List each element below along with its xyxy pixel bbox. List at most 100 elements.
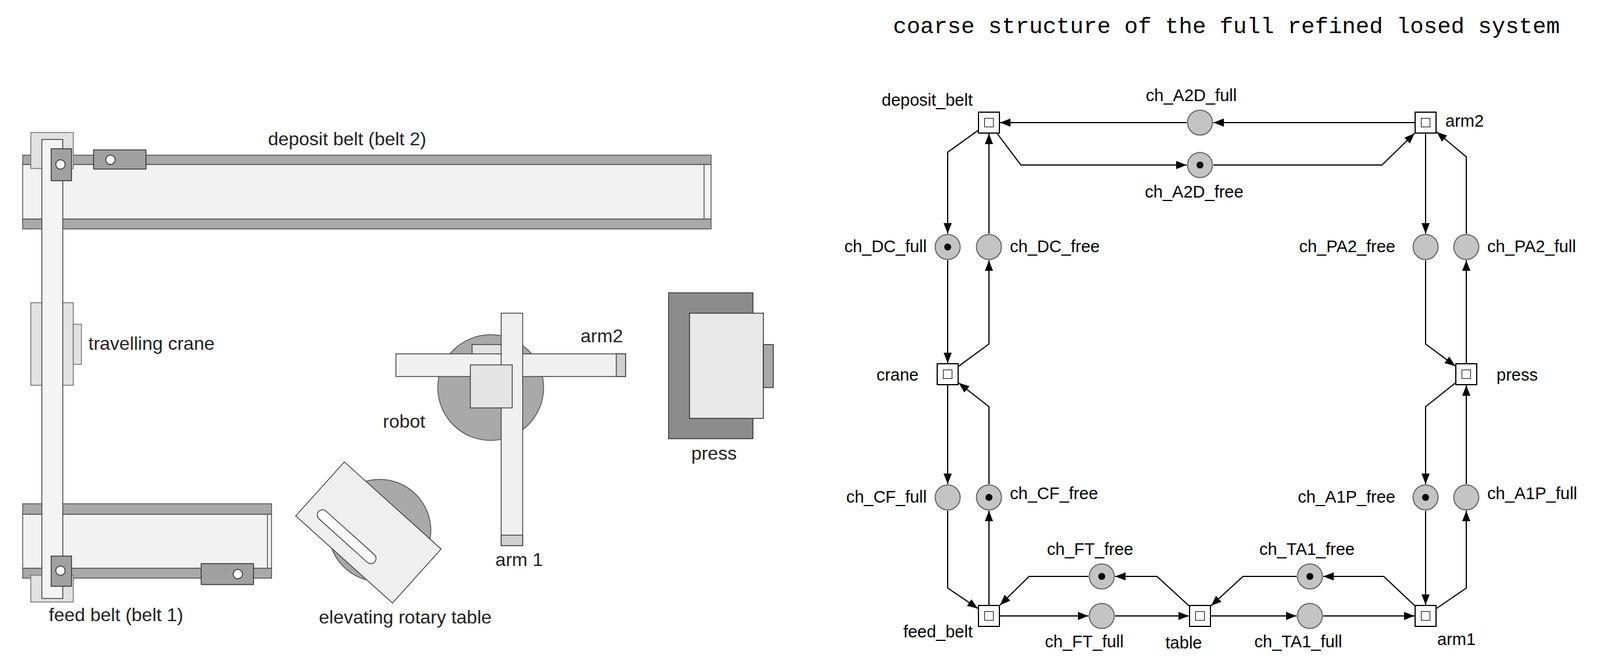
trolley-dot	[55, 566, 66, 576]
transition-inner	[1420, 611, 1431, 621]
place-ring	[935, 234, 961, 260]
transition-label: feed_belt	[902, 622, 974, 642]
place-shape	[1088, 563, 1116, 591]
place-circle: ch_A1P_full	[1452, 484, 1480, 512]
crane-trolley	[51, 148, 72, 181]
place-shape	[1296, 602, 1324, 630]
belt-rail	[22, 219, 712, 230]
trolley-dot	[55, 159, 66, 170]
arc-arrow	[1425, 260, 1456, 367]
place-ring	[1413, 485, 1439, 511]
transition-inner	[1195, 611, 1205, 621]
place-label: ch_CF_free	[1008, 484, 1100, 504]
arc-arrow	[1465, 260, 1467, 364]
arc-arrow	[1000, 576, 1089, 606]
place-label: ch_FT_full	[1043, 632, 1125, 652]
place-label: ch_TA1_free	[1258, 540, 1356, 560]
place-shape	[934, 484, 962, 512]
place-circle: ch_TA1_full	[1296, 602, 1324, 630]
crane-trolley	[51, 556, 72, 587]
diagram-title: coarse structure of the full refined los…	[893, 14, 1560, 41]
transition-inner	[1420, 118, 1431, 128]
arc-arrow	[1115, 615, 1189, 617]
arc-arrow	[1436, 511, 1467, 609]
robot-base	[437, 334, 544, 441]
transition-box: arm2	[1414, 111, 1437, 134]
place-ring	[1297, 604, 1323, 630]
arc-arrow	[958, 260, 989, 367]
table-plate	[295, 462, 442, 604]
place-ring	[1297, 564, 1323, 590]
arc-arrow	[988, 133, 990, 234]
transition-box: feed_belt	[977, 605, 1000, 628]
place-circle: ch_DC_full	[934, 233, 962, 261]
place-shape	[1088, 602, 1116, 630]
arc-arrow	[1000, 122, 1187, 124]
token	[1196, 161, 1204, 169]
arc-arrow	[1213, 122, 1415, 124]
robot-hub	[470, 365, 513, 409]
arc-arrow	[1425, 383, 1456, 485]
token	[985, 494, 993, 502]
place-label: ch_A1P_full	[1486, 484, 1579, 504]
arc-arrow	[1425, 133, 1427, 234]
place-ring	[1454, 234, 1480, 260]
place-label: ch_PA2_full	[1486, 237, 1578, 257]
place-circle: ch_CF_full	[934, 484, 962, 512]
place-label: ch_CF_full	[844, 487, 928, 507]
transition-box: press	[1455, 363, 1478, 386]
transition-inner	[984, 118, 994, 128]
arm-gripper	[616, 354, 626, 377]
place-circle: ch_TA1_free	[1296, 563, 1324, 591]
arc-arrow	[997, 133, 1187, 166]
place-label: ch_DC_free	[1008, 237, 1102, 257]
transition-label: arm1	[1436, 630, 1477, 650]
place-circle: ch_PA2_full	[1452, 233, 1480, 261]
place-circle: ch_A1P_free	[1412, 484, 1439, 512]
transition-box: table	[1188, 605, 1212, 628]
arc-arrow	[1213, 133, 1415, 166]
part-label: travelling crane	[87, 333, 216, 355]
place-shape	[1186, 151, 1214, 179]
arc-arrow	[958, 383, 989, 485]
arc-arrow	[947, 511, 978, 609]
token	[1098, 573, 1106, 581]
arc-group	[947, 122, 1467, 617]
arc-arrow	[1323, 576, 1415, 606]
token	[1422, 494, 1430, 502]
belt-surface	[22, 164, 712, 220]
belt-sensor	[93, 150, 146, 170]
part-label: press	[690, 443, 738, 465]
arc-arrow	[947, 130, 978, 234]
travelling-crane	[30, 132, 82, 603]
place-shape	[1296, 563, 1324, 591]
token	[944, 243, 952, 251]
arm-gripper	[501, 535, 523, 546]
sensor-dot	[105, 155, 116, 165]
place-circle: ch_DC_free	[975, 233, 1003, 261]
part-label: arm 1	[494, 549, 545, 571]
arc-arrow	[1425, 511, 1427, 606]
place-circle: ch_PA2_free	[1412, 233, 1439, 261]
token	[1306, 573, 1314, 581]
part-label: elevating rotary table	[317, 606, 493, 629]
transition-box: crane	[936, 363, 959, 386]
belt-end	[703, 164, 705, 220]
arc-arrow	[1323, 615, 1415, 617]
transition-box: deposit_belt	[977, 111, 1000, 134]
place-ring	[1413, 234, 1439, 260]
transition-inner	[943, 369, 953, 380]
place-ring	[1089, 604, 1115, 630]
table-top	[295, 462, 442, 604]
place-label: ch_A2D_free	[1143, 182, 1245, 202]
arc-arrow	[1211, 576, 1297, 607]
transition-inner	[984, 611, 994, 621]
transition-label: table	[1164, 633, 1204, 653]
place-circle: ch_FT_free	[1088, 563, 1116, 591]
transition-box: arm1	[1414, 605, 1437, 628]
part-label: feed belt (belt 1)	[47, 604, 185, 627]
arc-arrow	[1436, 131, 1467, 234]
